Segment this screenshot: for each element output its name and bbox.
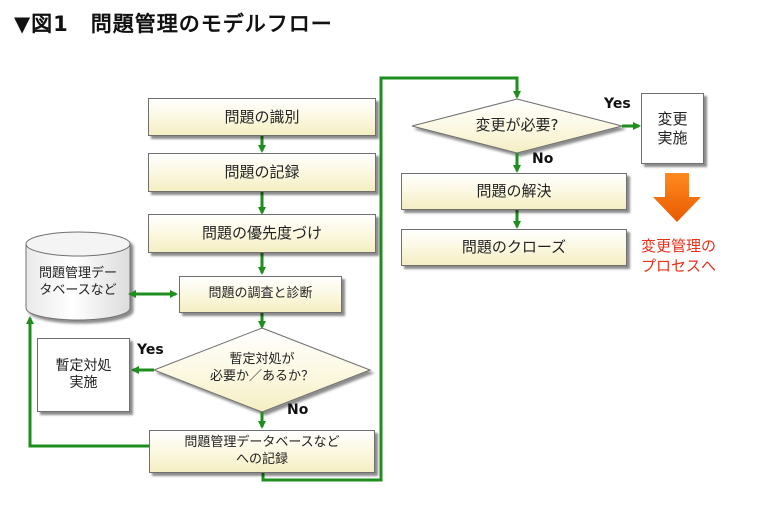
step-workaround-line2: 実施 — [69, 375, 98, 391]
yes-label-workaround: Yes — [137, 342, 164, 358]
change-question: 変更が必要? — [475, 116, 559, 134]
workaround-question-line2: 必要か／あるか？ — [209, 368, 314, 384]
step-record-db-line1: 問題管理データベースなど — [184, 435, 340, 451]
no-label-workaround: No — [287, 402, 309, 418]
step-change: 変更 実施 — [641, 93, 704, 164]
step-identify: 問題の識別 — [148, 98, 376, 136]
step-workaround-line1: 暫定対処 — [55, 357, 112, 374]
step-record-db-line2: への記録 — [235, 451, 288, 467]
step-change-line2: 実施 — [657, 128, 688, 147]
step-record: 問題の記録 — [148, 153, 376, 192]
step-workaround: 暫定対処 実施 — [37, 338, 130, 412]
workaround-question-line1: 暫定対処が — [229, 352, 295, 367]
change-mgmt-callout: 変更管理の プロセスへ — [641, 236, 716, 277]
database-label-line2: タベースなど — [39, 282, 117, 298]
step-record-db: 問題管理データベースなど への記録 — [149, 430, 375, 473]
yes-label-change: Yes — [604, 96, 631, 112]
change-mgmt-callout-line2: プロセスへ — [641, 257, 717, 276]
change-mgmt-callout-line1: 変更管理の — [641, 237, 717, 255]
no-label-change: No — [532, 151, 554, 167]
step-change-line1: 変更 — [657, 109, 688, 128]
figure-title: ▼図1 問題管理のモデルフロー — [14, 12, 333, 36]
to-change-mgmt-arrow — [653, 173, 701, 222]
workaround-question: 暫定対処が 必要か／あるか？ — [176, 352, 348, 386]
step-close: 問題のクローズ — [401, 229, 627, 266]
database-label: 問題管理デー タベースなど — [28, 266, 128, 300]
step-resolve: 問題の解決 — [401, 173, 627, 210]
database-label-line1: 問題管理デー — [38, 266, 117, 281]
step-investigate: 問題の調査と診断 — [179, 276, 342, 313]
step-prioritize: 問題の優先度づけ — [148, 214, 376, 253]
database-cylinder — [25, 231, 131, 321]
